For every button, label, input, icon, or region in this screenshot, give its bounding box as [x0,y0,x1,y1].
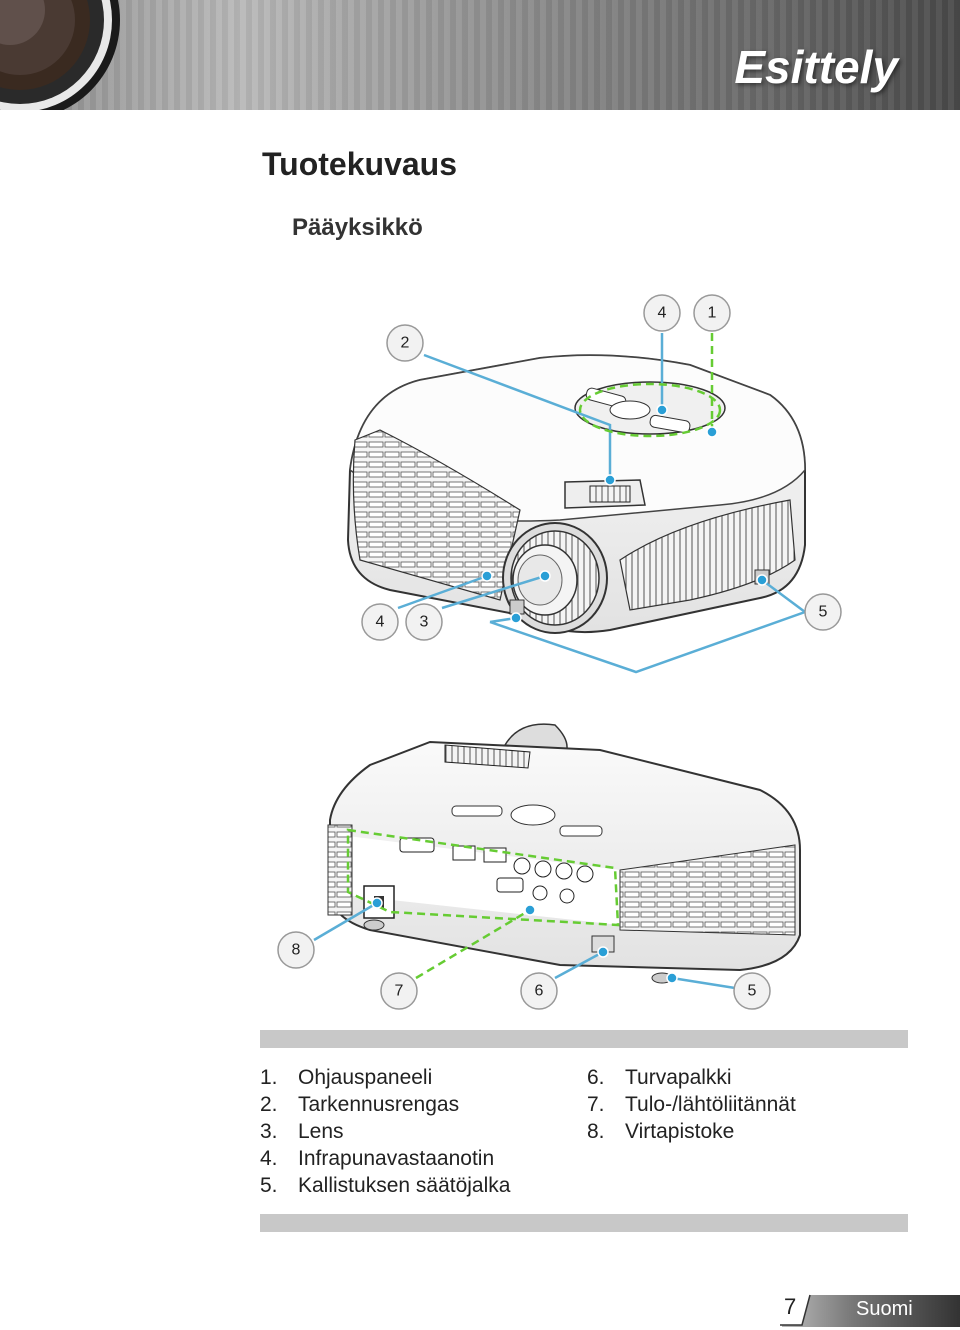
leader-dots-bottom [371,897,678,984]
header-stripes [0,0,960,110]
legend-item: 6.Turvapalkki [587,1066,732,1089]
callout-bottom-6: 6 [520,972,558,1010]
callout-bottom-5: 5 [733,972,771,1010]
callout-bottom-8: 8 [277,931,315,969]
svg-text:1: 1 [708,305,717,322]
legend-item: 8.Virtapistoke [587,1120,735,1143]
leader-lines-bottom [313,828,736,990]
section-title: Esittely [734,41,898,93]
svg-text:8: 8 [292,942,301,959]
legend-bottom-bar [260,1214,908,1232]
callout-top-2: 2 [386,324,424,362]
callout-top-1: 1 [693,294,731,332]
page-title: Tuotekuvaus [262,146,457,182]
legend-item: 7.Tulo-/lähtöliitännät [587,1093,796,1116]
svg-text:2: 2 [401,335,410,352]
footer-tab [780,1294,960,1327]
legend-item: 1.Ohjauspaneeli [260,1066,433,1089]
svg-text:6: 6 [535,983,544,1000]
callout-bottom-7: 7 [380,972,418,1010]
legend-item: 5.Kallistuksen säätöjalka [260,1174,511,1197]
legend-item: 4.Infrapunavastaanotin [260,1147,495,1170]
projector-front-view [346,354,806,634]
legend-item: 3.Lens [260,1120,344,1143]
svg-text:3: 3 [420,614,429,631]
callout-mid-3: 3 [405,603,443,641]
projector-rear-view [327,723,801,984]
header-banner [0,0,960,110]
lens-decoration [0,0,130,110]
legend-top-bar [260,1030,908,1048]
page-subtitle: Pääyksikkö [292,214,423,241]
legend-right: 6.Turvapalkki 7.Tulo-/lähtöliitännät 8.V… [587,1064,796,1145]
page-number: 7 [784,1294,797,1319]
legend-item: 2.Tarkennusrengas [260,1093,460,1116]
svg-text:7: 7 [395,983,404,1000]
svg-text:5: 5 [748,983,757,1000]
svg-text:4: 4 [658,305,667,322]
callout-top-4: 4 [643,294,681,332]
footer-language: Suomi [856,1298,913,1320]
legend-left: 1.Ohjauspaneeli 2.Tarkennusrengas 3.Lens… [260,1064,510,1199]
callout-mid-5: 5 [804,593,842,631]
callout-mid-4: 4 [361,603,399,641]
leader-dots-top [481,404,768,624]
svg-text:5: 5 [819,604,828,621]
svg-text:4: 4 [376,614,385,631]
